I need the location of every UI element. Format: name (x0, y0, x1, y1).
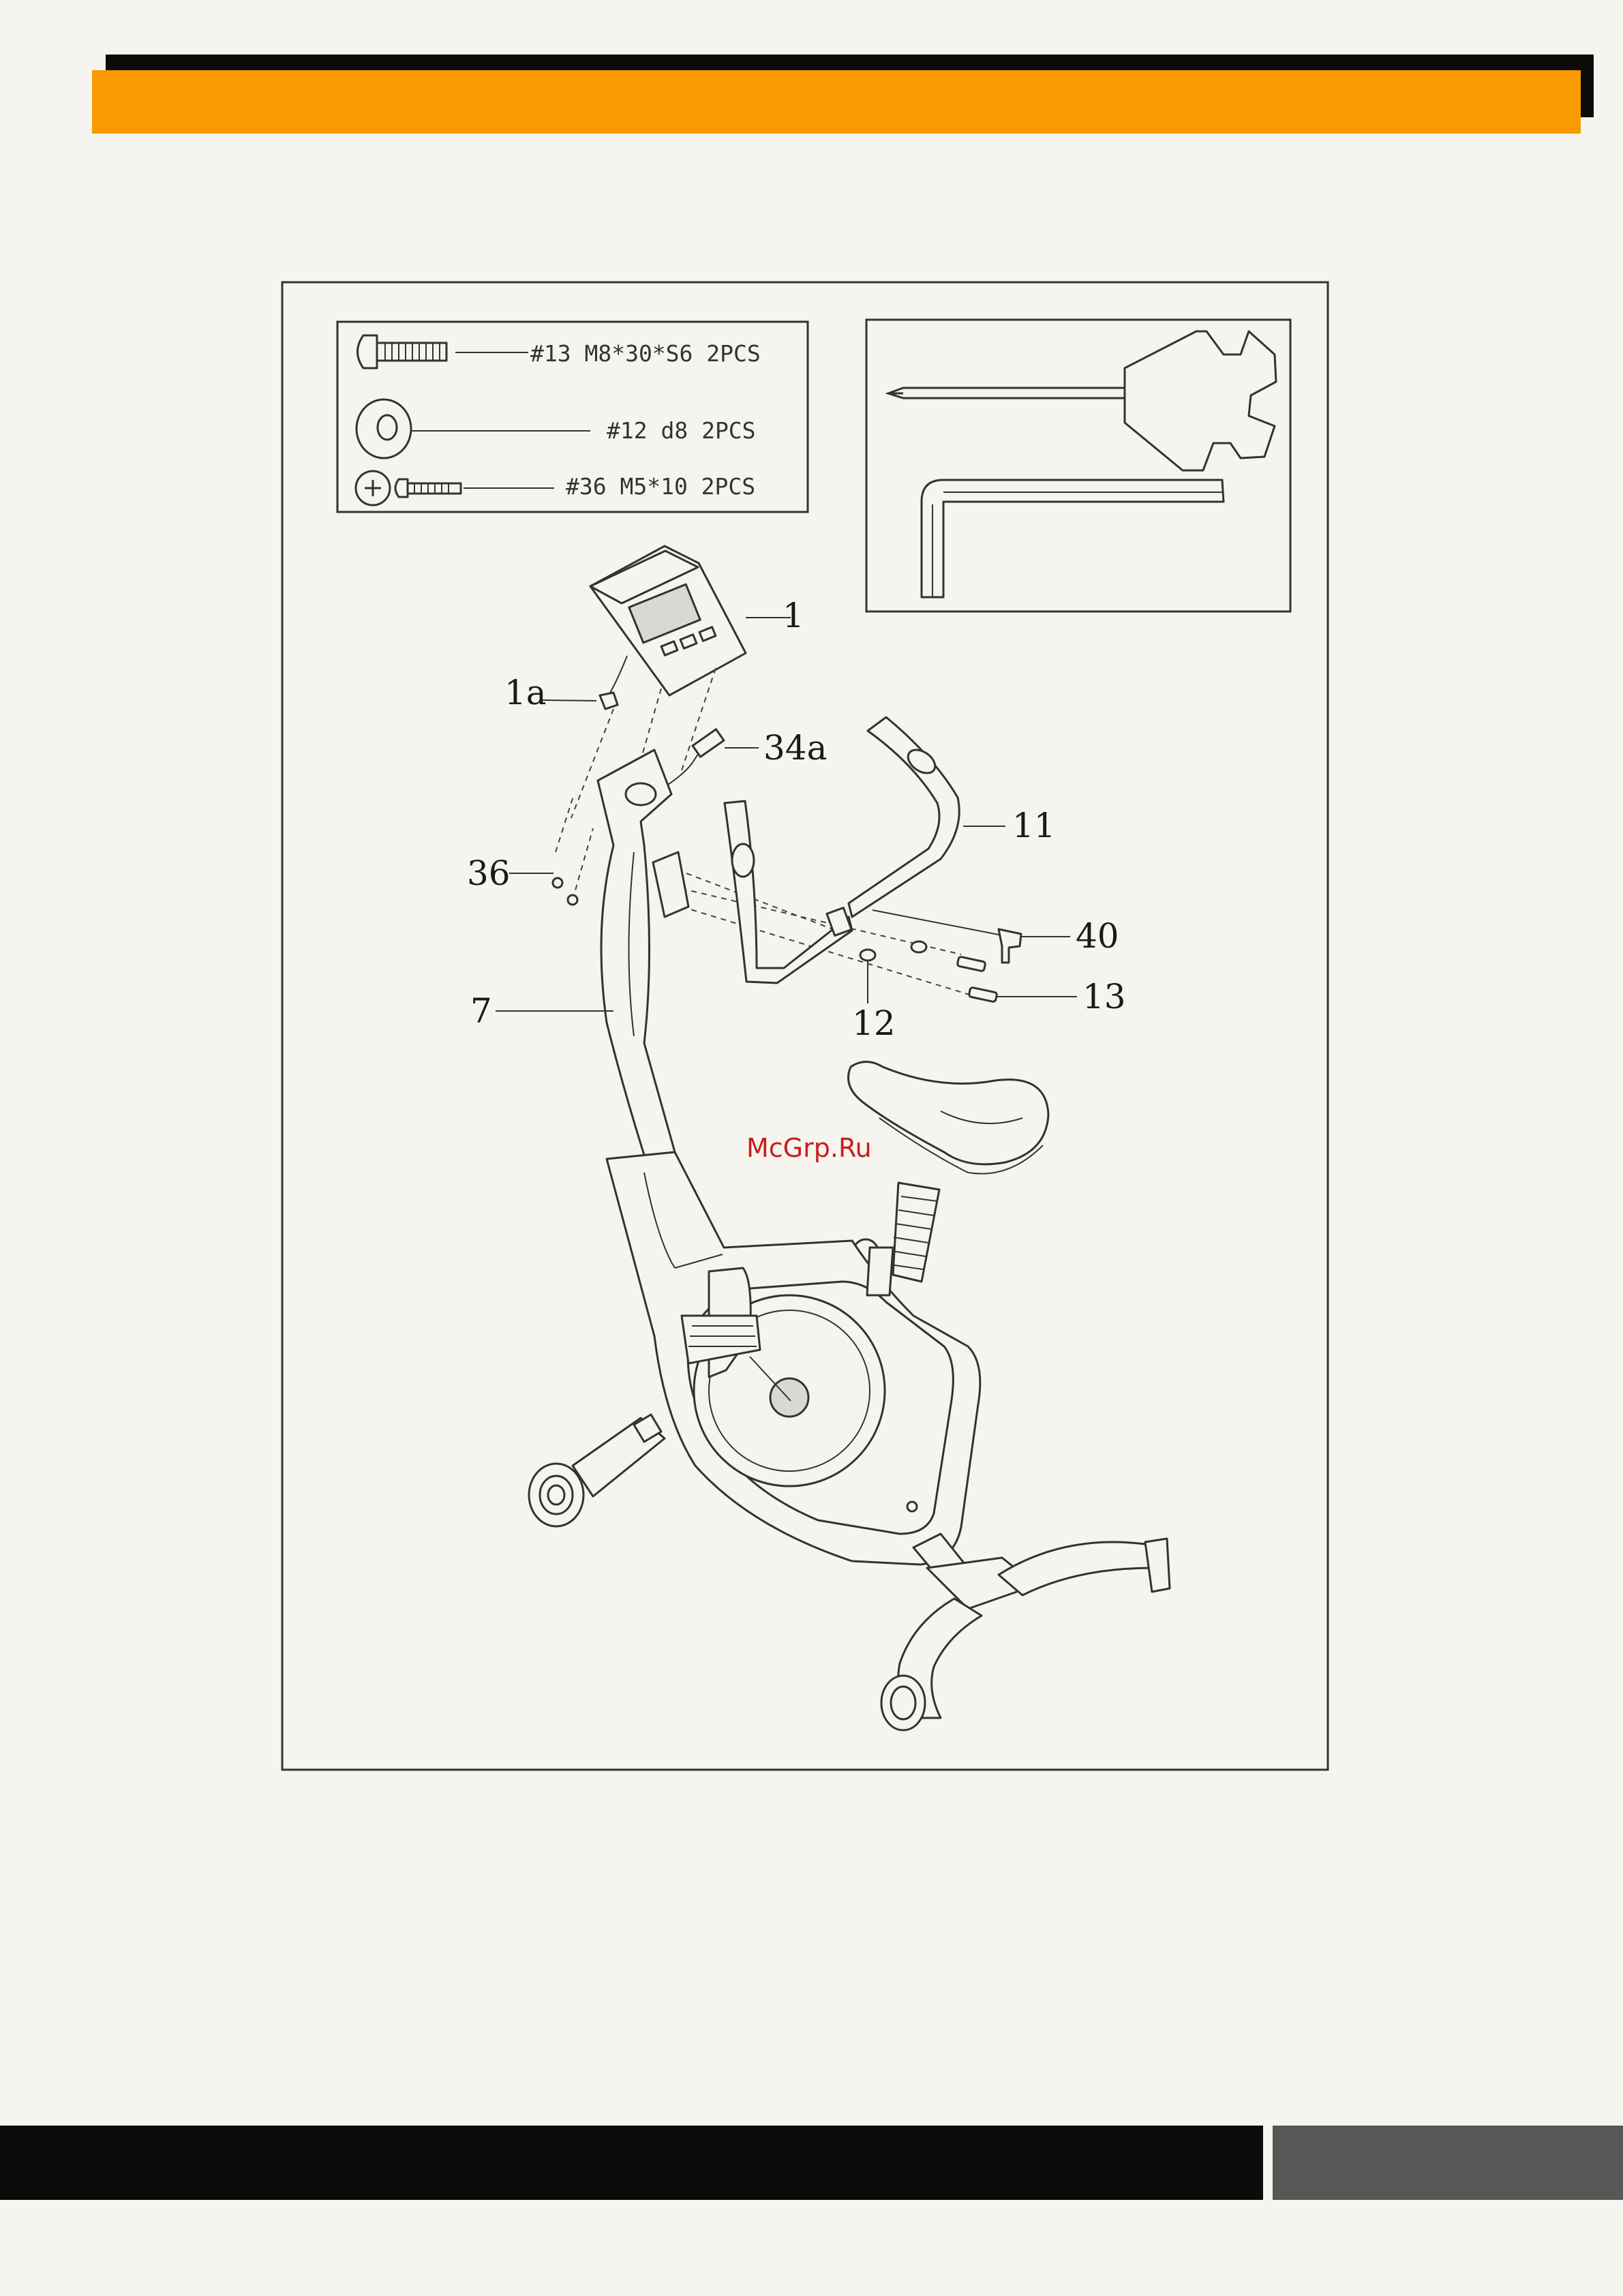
hardware-label-bolt: #13 M8*30*S6 2PCS (530, 340, 761, 367)
diagram-frame (282, 282, 1328, 1770)
tools-box (866, 320, 1290, 611)
part-label-handlebar: 11 (1012, 806, 1056, 845)
hardware-box: #13 M8*30*S6 2PCS #12 d8 2PCS #36 M5*10 … (337, 322, 808, 512)
bolt-part (957, 956, 997, 1002)
part-label-upright-post: 7 (470, 991, 492, 1031)
upright-post-part (598, 750, 688, 1166)
hardware-label-washer: #12 d8 2PCS (607, 417, 756, 444)
footer-bar (0, 2126, 1263, 2200)
console-screw-part (553, 878, 577, 905)
front-stabilizer-part (529, 1415, 665, 1526)
bolt-icon (358, 335, 529, 368)
console-part (590, 546, 746, 709)
allen-key-icon (922, 480, 1224, 597)
seat-part (848, 1062, 1048, 1174)
part-label-console-screw: 36 (467, 854, 511, 893)
part-label-sensor-wire: 34a (763, 728, 827, 768)
part-label-bolt: 13 (1082, 977, 1126, 1016)
screw-icon (356, 471, 554, 505)
part-label-washer: 12 (852, 1003, 896, 1043)
part-label-console: 1 (783, 596, 804, 635)
footer-page-tab (1273, 2126, 1623, 2200)
hardware-label-screw: #36 M5*10 2PCS (566, 473, 755, 500)
multi-wrench-icon (888, 331, 1276, 470)
pulse-wire-part (873, 910, 1021, 963)
washer-part (860, 941, 926, 961)
part-label-console-plug: 1a (504, 673, 547, 712)
washer-icon (357, 399, 590, 458)
watermark: McGrp.Ru (746, 1133, 872, 1163)
part-label-pulse-wire: 40 (1076, 916, 1119, 956)
